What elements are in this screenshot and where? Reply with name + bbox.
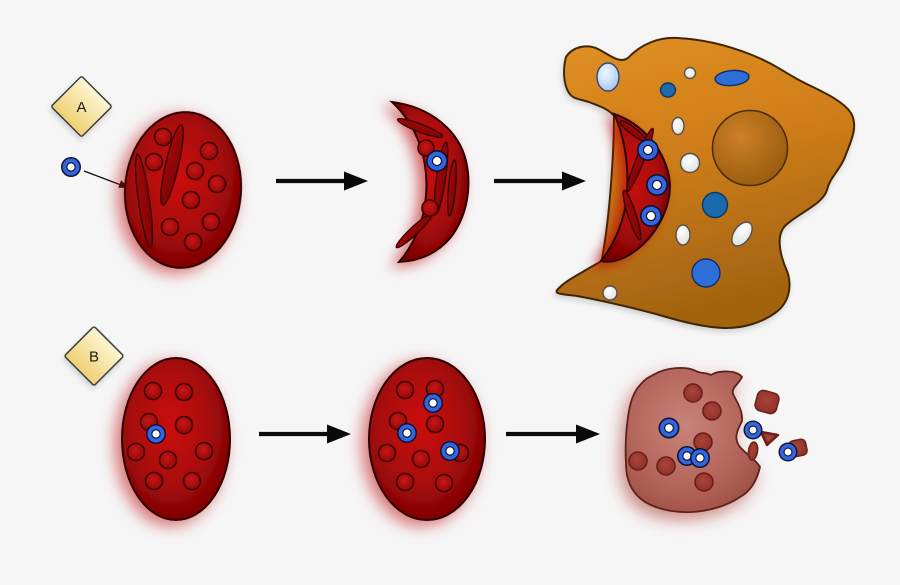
diamond-a-label: A bbox=[76, 99, 86, 116]
label-diamond-b: B bbox=[64, 326, 124, 386]
label-diamond-a: A bbox=[51, 76, 112, 137]
arrow-a1 bbox=[276, 171, 368, 191]
diamond-b-label: B bbox=[89, 349, 99, 366]
legend-leader-arrow bbox=[83, 170, 130, 188]
normal-red-cell-infected bbox=[121, 357, 231, 521]
parasites bbox=[144, 127, 227, 252]
lysed-parasites bbox=[628, 383, 722, 492]
ring-stage-parasites bbox=[397, 393, 460, 461]
engulfed-ring-stage-parasites bbox=[637, 139, 668, 227]
red-cell-body bbox=[121, 357, 231, 521]
macrophage bbox=[555, 36, 856, 330]
row-b: B bbox=[64, 326, 808, 521]
lysing-red-cell bbox=[624, 367, 808, 513]
sickle-fibers bbox=[395, 117, 457, 249]
arrow-a2 bbox=[494, 171, 586, 191]
row-a: A bbox=[51, 36, 856, 330]
lysed-cell-body bbox=[624, 367, 761, 513]
sickle-parasites bbox=[417, 139, 439, 217]
sickle-body bbox=[389, 100, 470, 264]
macrophage-body bbox=[555, 36, 856, 330]
red-cell-body bbox=[368, 357, 486, 521]
ring-stage-parasite bbox=[146, 424, 166, 444]
parasite-legend-ring-icon bbox=[61, 157, 81, 177]
diamond-b-shape bbox=[64, 326, 124, 386]
arrow-b1 bbox=[259, 424, 351, 444]
red-cell-parasite-multiplying bbox=[368, 357, 486, 521]
sickle-trait-red-cell bbox=[123, 111, 243, 269]
arrow-b2 bbox=[506, 424, 600, 444]
sickled-cell bbox=[389, 100, 470, 264]
macrophage-nucleus bbox=[711, 109, 789, 187]
lysed-ring-stage-parasites bbox=[658, 417, 710, 468]
macrophage-vacuoles bbox=[596, 62, 753, 301]
sickle-ring-stage-parasite bbox=[426, 150, 448, 172]
hemoglobin-fibers bbox=[134, 124, 184, 249]
released-parasite-fragments bbox=[743, 389, 808, 462]
diamond-a-shape bbox=[51, 76, 112, 137]
